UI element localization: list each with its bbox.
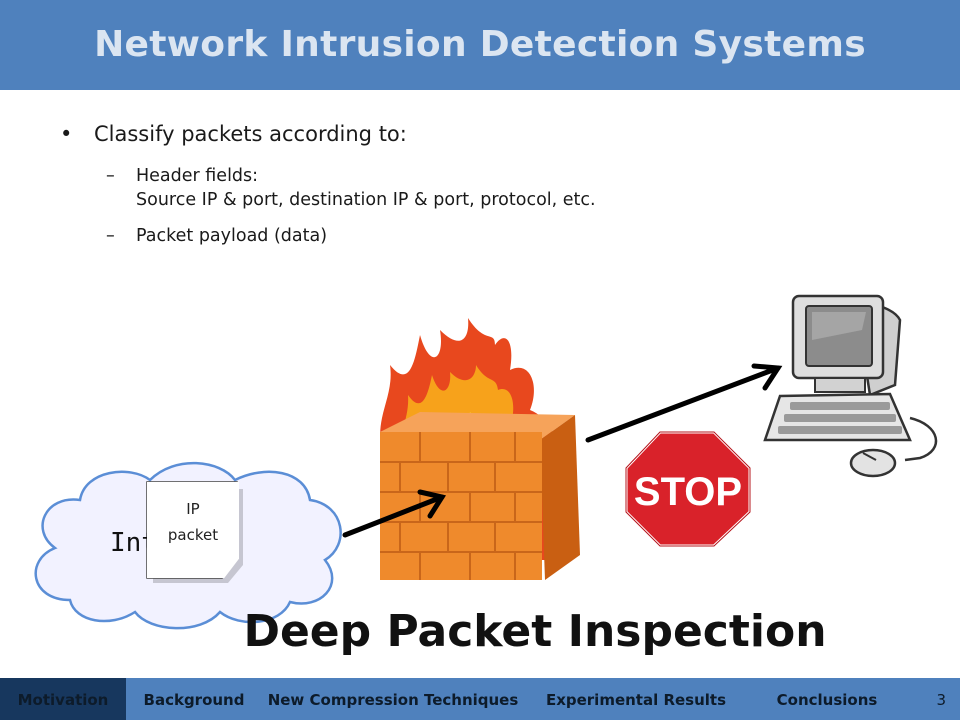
ip-packet-line2: packet [167,526,219,544]
bullet-list: • Classify packets according to: – Heade… [60,118,920,248]
bullet-main: • Classify packets according to: [60,118,920,150]
bullet-main-text: Classify packets according to: [94,122,407,146]
page-number: 3 [936,691,946,709]
dash-icon: – [106,166,115,186]
bullet-dot-icon: • [60,122,73,146]
bullet-sub-header-fields: – Header fields: Source IP & port, desti… [106,164,920,212]
slide-title: Network Intrusion Detection Systems [94,24,866,65]
firewall-brick-wall [380,412,580,580]
ip-packet [147,482,239,578]
ip-packet-line1: IP [186,500,200,518]
deep-packet-inspection-caption: Deep Packet Inspection [243,606,827,657]
dash-icon: – [106,226,115,246]
nav-item-motivation[interactable]: Motivation [17,691,109,709]
arrow-to-computer [585,363,783,443]
arrow-into-firewall [342,489,447,538]
nav-bar [0,678,960,720]
nav-item-conclusions[interactable]: Conclusions [776,691,878,709]
bullet-sub-payload-text: Packet payload (data) [136,226,328,246]
nav-item-new-compression-techniques[interactable]: New Compression Techniques [267,691,519,709]
nav-item-experimental-results[interactable]: Experimental Results [545,691,727,709]
title-bar [0,0,960,90]
stop-sign-icon: STOP [624,430,752,548]
bullet-sub-line1: Header fields: [136,166,259,186]
computer-icon [763,294,938,478]
nav-active-highlight [0,678,126,720]
bullet-sub-line2: Source IP & port, destination IP & port,… [136,190,596,210]
bullet-sub-payload: – Packet payload (data) [106,224,920,248]
nav-item-background[interactable]: Background [143,691,245,709]
ip-packet-label: IP packet [147,496,239,548]
stop-sign-text: STOP [634,470,742,514]
